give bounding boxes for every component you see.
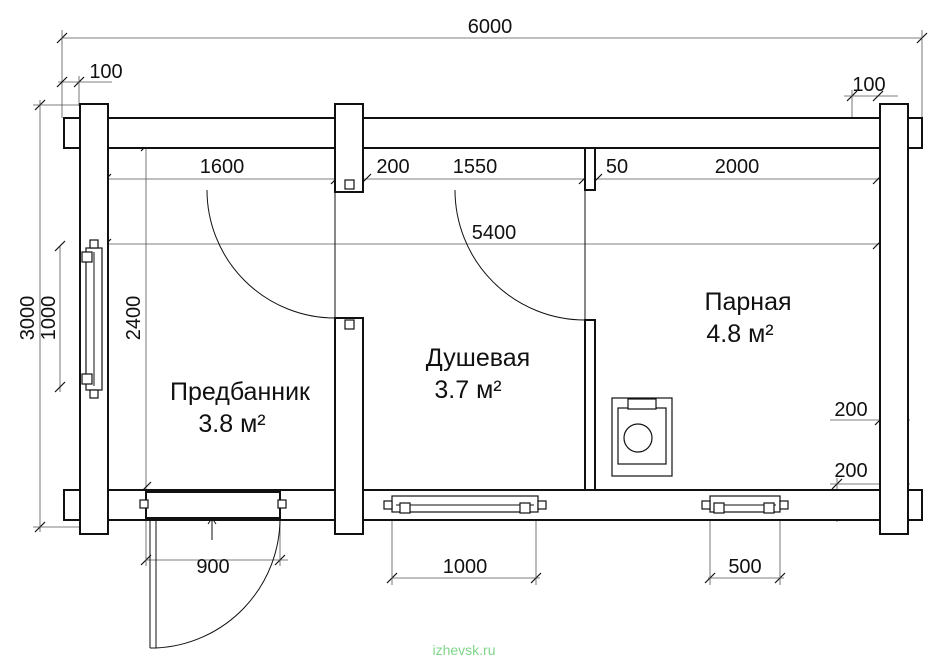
- room-area-predbannik: 3.8 м²: [198, 410, 265, 438]
- room-area-dushevaya: 3.7 м²: [434, 376, 501, 404]
- window-middle: [383, 495, 547, 514]
- dimension-labels: 6000 100 100 1600 200 1550 50 2000 5400 …: [17, 16, 886, 578]
- watermark: izhevsk.ru: [432, 642, 495, 658]
- door-entry: [139, 491, 287, 649]
- partition-wall-top: [334, 103, 364, 193]
- window-right: [701, 495, 789, 514]
- dim-overall-length: 6000: [468, 16, 513, 38]
- dim-inner-length: 5400: [472, 222, 517, 244]
- dim-window-right: 500: [728, 556, 761, 578]
- dim-partition-1: 200: [376, 156, 409, 178]
- dim-left-offset: 100: [89, 61, 122, 83]
- room-labels: Предбанник 3.8 м² Душевая 3.7 м² Парная …: [170, 288, 792, 438]
- sauna-stove: [611, 397, 673, 477]
- dim-entry-door: 900: [196, 556, 229, 578]
- wall-marker: [344, 319, 355, 330]
- dim-predbannik-width: 1600: [200, 156, 245, 178]
- dim-partition-2: 50: [606, 156, 628, 178]
- dim-window-middle: 1000: [443, 556, 488, 578]
- thin-partition-top: [584, 147, 596, 191]
- right-wall: [879, 103, 909, 535]
- windows: [81, 239, 789, 514]
- dim-window-left-height: 1000: [38, 296, 60, 341]
- top-wall: [63, 117, 923, 149]
- window-left: [81, 239, 103, 399]
- room-name-predbannik: Предбанник: [170, 378, 311, 406]
- room-name-dushevaya: Душевая: [426, 344, 530, 372]
- dim-dushevaya-width: 1550: [453, 156, 498, 178]
- dim-stove-clearance-2: 200: [834, 460, 867, 482]
- wall-marker: [344, 179, 355, 190]
- room-name-parnaya: Парная: [704, 288, 791, 316]
- room-area-parnaya: 4.8 м²: [706, 320, 773, 348]
- doors: [139, 189, 586, 649]
- dim-parnaya-width: 2000: [715, 156, 760, 178]
- door-dushevaya: [454, 189, 586, 321]
- dim-right-offset: 100: [852, 74, 885, 96]
- thin-partition-bottom: [584, 319, 596, 491]
- dim-stove-clearance-1: 200: [834, 399, 867, 421]
- dim-overall-width: 3000: [17, 296, 39, 341]
- dim-inner-width: 2400: [123, 296, 145, 341]
- door-predbannik: [206, 189, 336, 319]
- partition-wall-bottom: [334, 317, 364, 535]
